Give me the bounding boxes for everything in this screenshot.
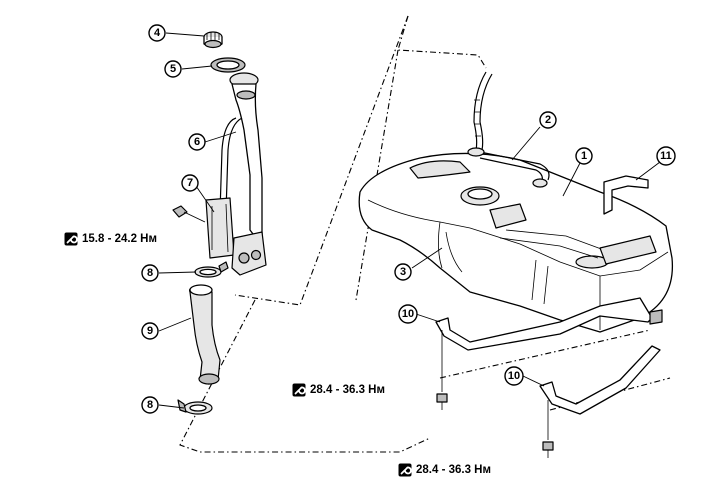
callout-10-left: 10	[398, 304, 418, 324]
callout-2-label: 2	[545, 114, 551, 126]
callout-2: 2	[539, 111, 557, 129]
callout-6: 6	[188, 133, 206, 151]
callout-5-label: 5	[170, 63, 176, 75]
mounting-strap-right	[539, 345, 661, 415]
callout-8-upper: 8	[141, 264, 159, 282]
torque-spec-filler-value: 15.8 - 24.2 Нм	[82, 233, 157, 245]
callout-7-label: 7	[187, 177, 193, 189]
hose-clamp-upper	[194, 261, 229, 278]
fuel-tank	[358, 152, 674, 333]
callout-3: 3	[394, 263, 412, 281]
callout-11: 11	[656, 146, 676, 166]
callout-8-upper-label: 8	[147, 267, 153, 279]
leader-lines	[158, 32, 661, 409]
vent-tube	[603, 175, 649, 215]
wrench-icon	[292, 383, 306, 397]
filler-hose	[189, 284, 221, 385]
callout-9: 9	[141, 322, 159, 340]
callout-4: 4	[148, 24, 166, 42]
torque-spec-filler: 15.8 - 24.2 Нм	[64, 232, 157, 246]
filler-bracket	[205, 197, 267, 276]
strap-bolt-left	[436, 330, 448, 410]
vent-hose	[467, 71, 550, 188]
callout-5: 5	[164, 60, 182, 78]
torque-spec-strap-right-value: 28.4 - 36.3 Нм	[416, 464, 491, 476]
callout-7: 7	[181, 174, 199, 192]
filler-bolt	[172, 205, 206, 223]
wrench-icon	[398, 463, 412, 477]
callout-4-label: 4	[154, 27, 161, 39]
callout-3-label: 3	[400, 266, 406, 278]
filler-cap	[203, 31, 223, 49]
callout-1: 1	[575, 147, 593, 165]
callout-1-label: 1	[581, 150, 587, 162]
torque-spec-strap-right: 28.4 - 36.3 Нм	[398, 463, 491, 477]
callout-10-left-label: 10	[402, 308, 414, 320]
strap-bolt-right	[542, 400, 554, 458]
callout-11-label: 11	[660, 150, 672, 162]
callout-9-label: 9	[147, 325, 153, 337]
hose-clamp-lower	[177, 399, 213, 415]
callout-8-lower: 8	[141, 396, 159, 414]
callout-8-lower-label: 8	[147, 399, 153, 411]
callout-10-right: 10	[504, 366, 524, 386]
mounting-strap-left	[435, 297, 663, 351]
torque-spec-strap-left: 28.4 - 36.3 Нм	[292, 383, 385, 397]
torque-spec-strap-left-value: 28.4 - 36.3 Нм	[310, 384, 385, 396]
callout-6-label: 6	[194, 136, 200, 148]
callout-10-right-label: 10	[508, 370, 520, 382]
wrench-icon	[64, 232, 78, 246]
filler-gasket	[210, 57, 246, 73]
